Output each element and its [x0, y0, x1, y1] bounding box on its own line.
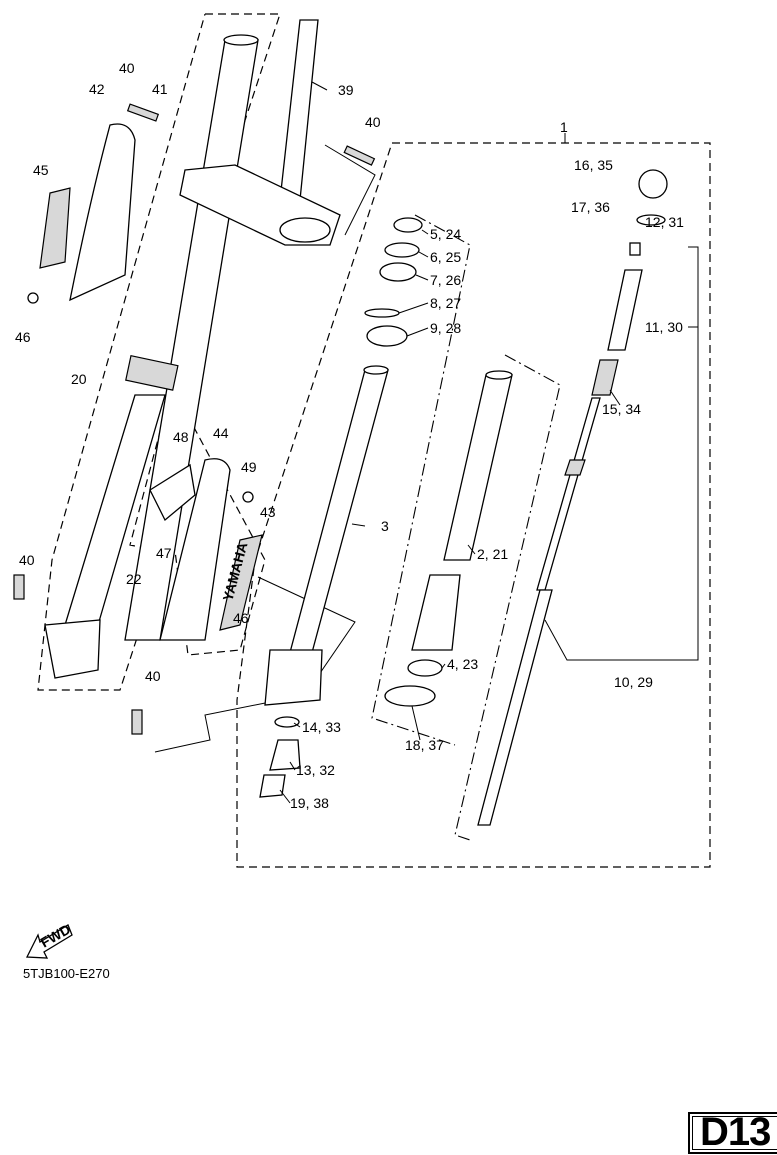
callout-18-37: 18, 37	[405, 737, 444, 753]
axle-clamp-line	[154, 576, 356, 753]
callout-8-27: 8, 27	[430, 295, 461, 311]
outer-tube-2	[384, 370, 513, 707]
fwd-arrow-icon: FWD	[25, 921, 73, 959]
callout-49: 49	[241, 459, 257, 475]
callout-43: 43	[260, 504, 276, 520]
ring-14	[274, 716, 300, 728]
callout-40: 40	[119, 60, 135, 76]
callout-42: 42	[89, 81, 105, 97]
diagram-code: 5TJB100-E270	[23, 966, 110, 981]
callout-7-26: 7, 26	[430, 272, 461, 288]
seal-stack	[364, 217, 423, 347]
steering-stem-assembly	[179, 19, 341, 246]
callout-48: 48	[173, 429, 189, 445]
left-fork-boundary	[37, 13, 281, 691]
callout-45: 45	[33, 162, 49, 178]
callout-41: 41	[152, 81, 168, 97]
callout-14-33: 14, 33	[302, 719, 341, 735]
guard-plate-48	[149, 463, 196, 522]
callout-11-30: 11, 30	[645, 319, 683, 335]
yamaha-decal-43	[219, 534, 263, 631]
callout-15-34: 15, 34	[602, 401, 641, 417]
callout-12-31: 12, 31	[645, 214, 684, 230]
upper-seal-group-line	[371, 214, 471, 746]
bracket-group-line	[324, 144, 376, 236]
page-label-box: D13	[688, 1110, 777, 1154]
page-label: D13	[700, 1110, 771, 1154]
callout-17-36: 17, 36	[571, 199, 610, 215]
callout-6-25: 6, 25	[430, 249, 461, 265]
fork-guard-42	[69, 123, 136, 302]
callout-22: 22	[126, 571, 142, 587]
decal-45	[39, 187, 71, 269]
callout-39: 39	[338, 82, 354, 98]
callout-1: 1	[560, 119, 568, 135]
callout-40: 40	[19, 552, 35, 568]
callout-labels: 1 40 42 41 39 40 45 16, 35 17, 36 12, 31…	[15, 60, 684, 811]
callout-16-35: 16, 35	[574, 157, 613, 173]
callout-46: 46	[15, 329, 31, 345]
callout-20: 20	[71, 371, 87, 387]
callout-46: 46	[233, 610, 249, 626]
inner-tube-3	[264, 365, 389, 706]
callout-5-24: 5, 24	[430, 226, 461, 242]
callout-10-29: 10, 29	[614, 674, 653, 690]
callout-2-21: 2, 21	[477, 546, 508, 562]
callout-9-28: 9, 28	[430, 320, 461, 336]
leader-lines	[279, 81, 621, 804]
callout-3: 3	[381, 518, 389, 534]
callout-47: 47	[156, 545, 172, 561]
bolts	[13, 103, 376, 735]
callout-4-23: 4, 23	[447, 656, 478, 672]
callout-40: 40	[365, 114, 381, 130]
cap-19	[259, 774, 286, 798]
callout-13-32: 13, 32	[296, 762, 335, 778]
damper-rod-assembly	[477, 169, 668, 826]
cartridge-group-line	[454, 354, 561, 841]
fork-guard-44	[159, 458, 231, 641]
group-10-bracket	[544, 246, 699, 661]
boot-13	[269, 739, 301, 771]
callout-19-38: 19, 38	[290, 795, 329, 811]
callout-40: 40	[145, 668, 161, 684]
callout-44: 44	[213, 425, 229, 441]
